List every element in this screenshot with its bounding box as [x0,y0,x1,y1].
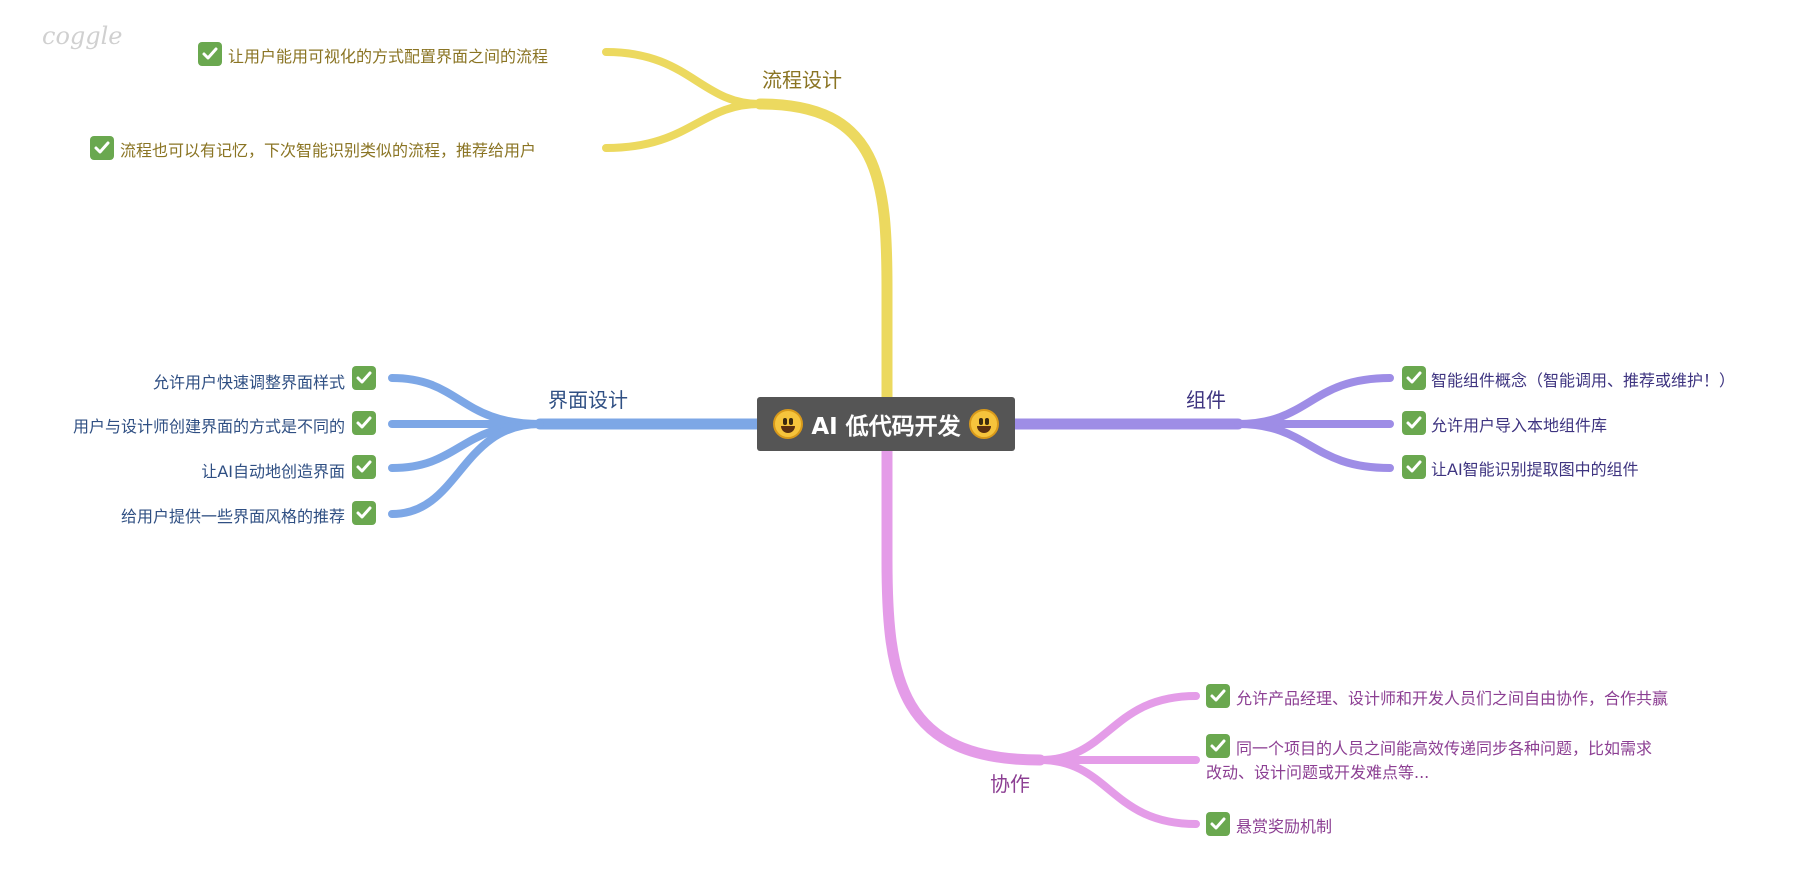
collab-item-3[interactable]: 悬赏奖励机制 [1236,817,1333,836]
link-comp-item-1 [1234,374,1394,428]
check-icon [352,366,376,390]
components-item-3[interactable]: 让AI智能识别提取图中的组件 [1431,460,1639,479]
smiley-icon [968,409,999,439]
link-center-collab [881,445,1046,766]
flow-item-2[interactable]: 流程也可以有记忆，下次智能识别类似的流程，推荐给用户 [120,141,537,160]
check-icon [1206,684,1230,708]
branch-ui-design[interactable]: 界面设计 [548,388,628,412]
check-icon [90,136,114,160]
link-ui-item-4 [388,420,544,518]
central-topic-title: AI 低代码开发 [811,414,961,440]
check-icon [352,455,376,479]
link-ui-item-1 [388,374,544,428]
components-item-1[interactable]: 智能组件概念（智能调用、推荐或维护！） [1431,371,1736,390]
check-icon [1402,366,1426,390]
check-icon [1402,411,1426,435]
branch-components[interactable]: 组件 [1186,388,1226,412]
check-icon [352,411,376,435]
branch-flow-design[interactable]: 流程设计 [762,68,842,92]
collab-item-2-line-2[interactable]: 改动、设计问题或开发难点等... [1206,763,1430,782]
link-collab-item-1 [1036,692,1200,764]
ui-item-4[interactable]: 给用户提供一些界面风格的推荐 [120,507,345,526]
link-comp-item-3 [1234,420,1394,472]
ui-item-3[interactable]: 让AI自动地创造界面 [201,462,345,481]
branch-collaboration[interactable]: 协作 [990,772,1030,796]
check-icon [198,42,222,66]
collab-item-1[interactable]: 允许产品经理、设计师和开发人员们之间自由协作，合作共赢 [1236,689,1669,708]
ui-item-2[interactable]: 用户与设计师创建界面的方式是不同的 [72,417,345,436]
check-icon [1206,734,1230,758]
check-icon [1402,455,1426,479]
link-flow-item-2 [602,100,764,152]
link-center-flow [754,98,893,403]
check-icon [1206,812,1230,836]
flow-item-1[interactable]: 让用户能用可视化的方式配置界面之间的流程 [228,47,549,66]
check-icon [352,501,376,525]
link-collab-item-3 [1036,756,1200,828]
coggle-logo: coggle [42,22,123,50]
collab-item-2-line-1[interactable]: 同一个项目的人员之间能高效传递同步各种问题，比如需求 [1236,739,1653,758]
ui-item-1[interactable]: 允许用户快速调整界面样式 [152,373,345,392]
link-flow-item-1 [602,48,764,108]
components-item-2[interactable]: 允许用户导入本地组件库 [1431,416,1608,435]
smiley-icon [773,409,804,439]
central-topic[interactable]: AI 低代码开发 [757,397,1015,451]
